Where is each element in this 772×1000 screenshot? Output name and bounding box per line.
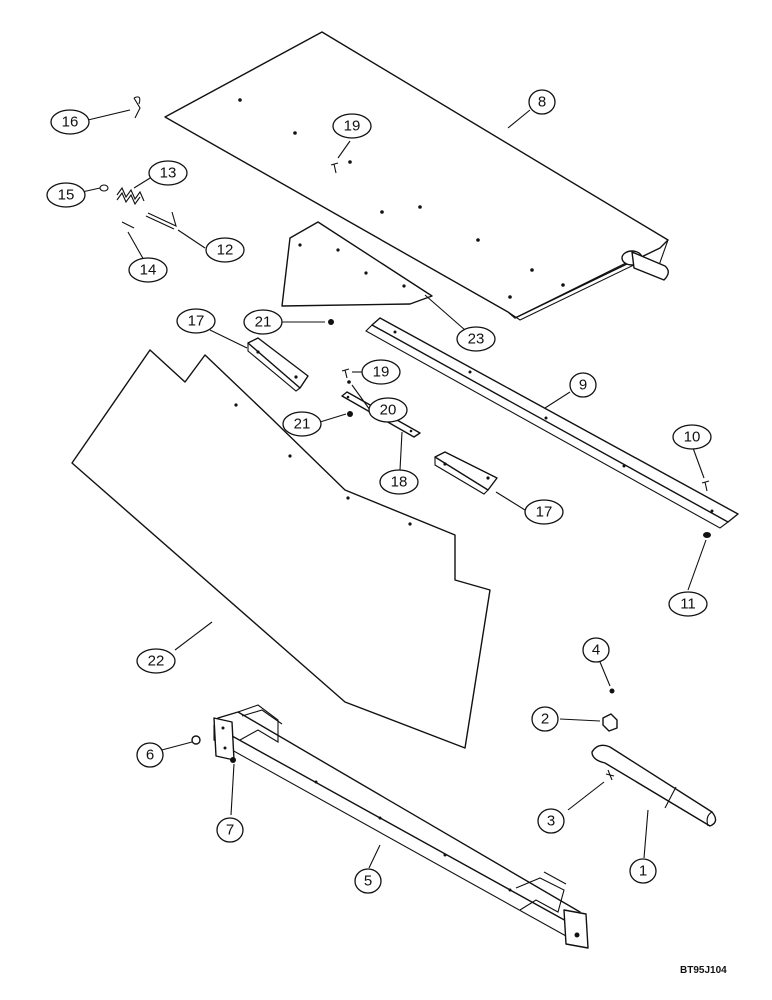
- svg-text:13: 13: [160, 165, 177, 182]
- callout-2: 2: [531, 706, 559, 732]
- svg-text:11: 11: [680, 596, 696, 613]
- callout-20: 20: [368, 397, 408, 423]
- svg-text:5: 5: [364, 873, 372, 890]
- svg-text:19: 19: [373, 364, 390, 381]
- part-13-spring: [116, 186, 145, 202]
- svg-text:15: 15: [58, 187, 75, 204]
- callout-17-lower: 17: [524, 499, 564, 525]
- leader-lines: [81, 109, 707, 869]
- svg-text:10: 10: [684, 429, 701, 446]
- part-23-plate: [281, 221, 433, 307]
- callout-19-lower: 19: [361, 359, 401, 385]
- svg-text:20: 20: [380, 402, 397, 419]
- callout-17: 17: [176, 308, 216, 334]
- part-4-nut: [609, 688, 615, 694]
- part-14-pin: [121, 221, 135, 229]
- part-5-shaft: [191, 704, 589, 949]
- hardware-small-parts: [99, 96, 711, 732]
- svg-text:22: 22: [148, 653, 165, 670]
- callout-12: 12: [205, 237, 245, 263]
- svg-text:14: 14: [140, 262, 157, 279]
- part-21-nut-lower: [347, 411, 353, 417]
- svg-text:1: 1: [639, 863, 647, 880]
- callout-1: 1: [629, 858, 657, 884]
- svg-text:16: 16: [62, 114, 79, 131]
- part-15-washer: [99, 184, 109, 192]
- callout-13: 13: [148, 160, 188, 186]
- part-12-rod: [147, 211, 177, 228]
- svg-text:6: 6: [146, 747, 154, 764]
- part-17-bracket-upper: [247, 337, 309, 392]
- svg-text:3: 3: [547, 813, 555, 830]
- callout-21-lower: 21: [282, 411, 322, 437]
- part-2-bushing: [602, 713, 618, 732]
- part-19-bolt-upper: [330, 162, 339, 174]
- part-21-nut-upper: [328, 319, 334, 325]
- callout-16: 16: [50, 109, 90, 135]
- svg-text:7: 7: [226, 822, 234, 839]
- callout-23: 23: [456, 326, 496, 352]
- part-10-bolt: [701, 480, 710, 492]
- svg-text:17: 17: [536, 504, 553, 521]
- svg-text:23: 23: [468, 331, 485, 348]
- callout-6: 6: [136, 742, 164, 768]
- part-16-clip: [133, 97, 141, 119]
- part-9-strip: [365, 317, 739, 529]
- part-11-nut: [703, 532, 711, 538]
- part-8-cover-panel: [164, 31, 669, 321]
- part-7-nut: [230, 757, 236, 763]
- part-19-bolt-lower: [341, 368, 350, 379]
- callout-19: 19: [332, 113, 372, 139]
- svg-text:9: 9: [579, 377, 587, 394]
- callout-7: 7: [216, 817, 244, 843]
- callout-9: 9: [569, 372, 597, 398]
- part-1-handle: [591, 744, 717, 827]
- svg-text:2: 2: [541, 711, 549, 728]
- svg-text:21: 21: [294, 416, 311, 433]
- svg-text:17: 17: [188, 313, 205, 330]
- svg-text:8: 8: [538, 94, 546, 111]
- part-20-washer: [347, 380, 351, 384]
- callout-8: 8: [528, 89, 556, 115]
- callout-14: 14: [128, 257, 168, 283]
- part-6-nut: [191, 735, 201, 745]
- part-22-flap: [71, 349, 491, 749]
- callout-18: 18: [379, 469, 419, 495]
- callout-10: 10: [672, 424, 712, 450]
- callout-15: 15: [46, 182, 86, 208]
- callout-22: 22: [136, 648, 176, 674]
- svg-text:21: 21: [255, 314, 272, 331]
- part-17-bracket-lower: [434, 451, 498, 495]
- svg-text:12: 12: [217, 242, 234, 259]
- callout-4: 4: [582, 637, 610, 663]
- callout-21: 21: [243, 309, 283, 335]
- svg-text:18: 18: [391, 474, 408, 491]
- svg-text:4: 4: [592, 642, 600, 659]
- callout-5: 5: [354, 868, 382, 894]
- svg-text:19: 19: [344, 118, 361, 135]
- callout-11: 11: [668, 591, 708, 617]
- callout-3: 3: [537, 808, 565, 834]
- drawing-reference-code: BT95J104: [680, 965, 727, 976]
